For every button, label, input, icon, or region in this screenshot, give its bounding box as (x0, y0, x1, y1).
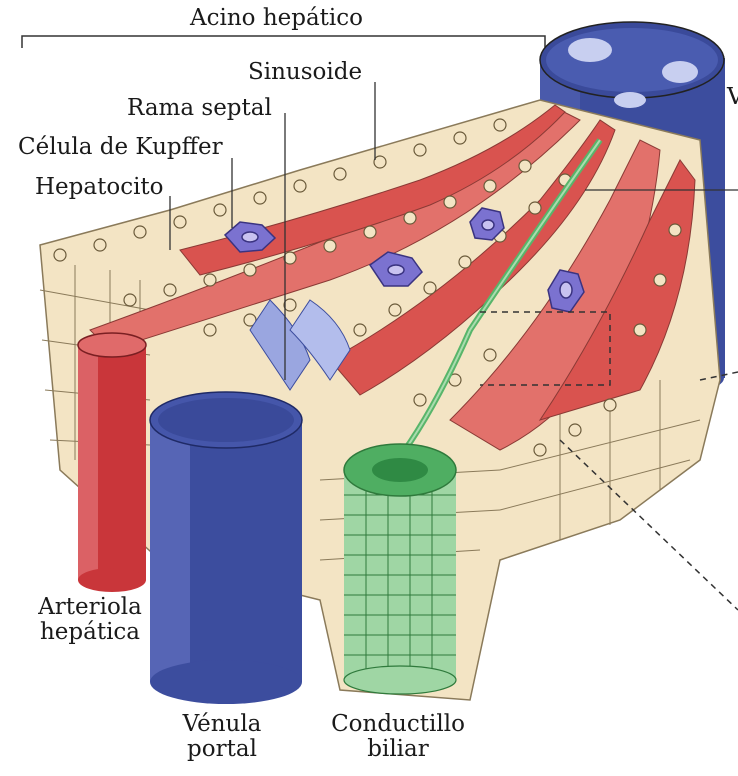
label-arteriola: Arteriola hepática (38, 595, 142, 646)
label-conductillo-line1: Conductillo (331, 712, 465, 737)
label-venula-line1: Vénula (183, 712, 262, 737)
label-acino: Acino hepático (190, 6, 363, 31)
label-conductillo-line2: biliar (331, 737, 465, 762)
acino-bracket (22, 36, 545, 48)
label-cut-off: V (727, 85, 738, 110)
label-kupffer: Célula de Kupffer (18, 135, 223, 160)
label-conductillo: Conductillo biliar (331, 712, 465, 763)
bile-ductule (344, 444, 456, 694)
label-hepatocito: Hepatocito (35, 175, 164, 200)
portal-venule (150, 392, 302, 704)
label-venula: Vénula portal (183, 712, 262, 763)
hepatic-arteriole (78, 333, 146, 592)
label-arteriola-line2: hepática (38, 620, 142, 645)
label-sinusoide: Sinusoide (248, 60, 362, 85)
label-arteriola-line1: Arteriola (38, 595, 142, 620)
label-rama-septal: Rama septal (127, 96, 272, 121)
label-venula-line2: portal (183, 737, 262, 762)
